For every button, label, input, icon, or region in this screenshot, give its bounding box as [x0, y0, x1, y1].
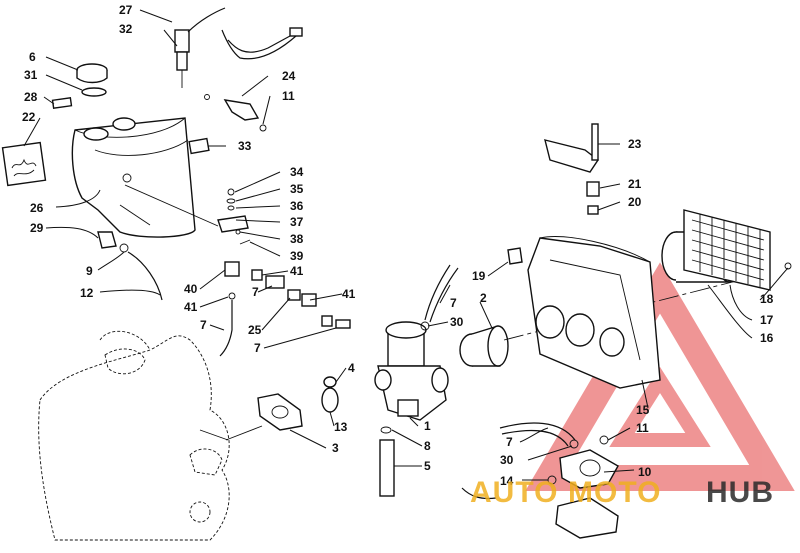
callout-16: 16	[760, 331, 774, 345]
watermark-triangle-inner	[609, 366, 711, 447]
watermark-text: AUTO MOTO HUB	[470, 476, 774, 509]
callout-38: 38	[290, 232, 304, 246]
callout-31: 31	[24, 68, 38, 82]
callout-21: 21	[628, 177, 642, 191]
callout-3: 3	[332, 441, 339, 455]
clip-30b	[569, 439, 579, 449]
watermark-auto: AUTO	[470, 476, 558, 509]
callout-8: 8	[424, 439, 431, 453]
watermark-triangle-outer	[525, 262, 795, 491]
leader-lines	[23, 9, 789, 481]
callout-39: 39	[290, 249, 304, 263]
watermark-logo	[525, 262, 795, 491]
grommet-19	[507, 247, 523, 265]
grommet-11	[599, 435, 609, 445]
fuel-tank	[71, 117, 196, 238]
callout-9: 9	[86, 264, 93, 278]
callout-36: 36	[290, 199, 304, 213]
plate-33	[188, 137, 210, 155]
callout-25: 25	[248, 323, 262, 337]
strap-bracket-23	[544, 123, 600, 215]
callout-10: 10	[638, 465, 652, 479]
callout-4: 4	[348, 361, 355, 375]
callout-11-top: 11	[282, 89, 295, 103]
fuel-gauge-sender	[174, 7, 303, 88]
callout-37: 37	[290, 215, 304, 229]
callout-17: 17	[760, 313, 774, 327]
callout-32: 32	[119, 22, 133, 36]
intake-flange-3	[225, 393, 303, 441]
screw-18	[784, 262, 792, 270]
callout-12: 12	[80, 286, 94, 300]
callout-26: 26	[30, 201, 44, 215]
callout-7-d: 7	[450, 296, 457, 310]
callout-14: 14	[500, 474, 514, 488]
cap-gasket	[81, 87, 107, 97]
watermark-moto: MOTO	[568, 476, 661, 509]
clamp-4	[323, 376, 337, 388]
callout-11-bottom: 11	[636, 421, 649, 435]
callout-1: 1	[424, 419, 431, 433]
callout-15: 15	[636, 403, 650, 417]
callout-24: 24	[282, 69, 296, 83]
bracket-24	[204, 94, 267, 132]
callout-5: 5	[424, 459, 431, 473]
fuel-filter-29	[97, 231, 163, 301]
callout-7-a: 7	[252, 285, 259, 299]
callout-labels: 27 32 6 31 28 22 24 11 33 26 29 9 12 34 …	[22, 3, 774, 488]
warning-decal	[1, 141, 47, 187]
watermark-hub: HUB	[706, 476, 774, 509]
callout-41-a: 41	[290, 264, 304, 278]
callout-2: 2	[480, 291, 487, 305]
fuel-tee	[219, 261, 240, 357]
callout-19: 19	[472, 269, 486, 283]
fuel-line-fittings	[251, 269, 351, 329]
callout-28: 28	[24, 90, 38, 104]
callout-13: 13	[334, 420, 348, 434]
callout-30-a: 30	[450, 315, 464, 329]
fuel-pump	[461, 422, 619, 539]
callout-41-c: 41	[342, 287, 356, 301]
fuel-hose-7	[424, 264, 459, 323]
carburetor	[374, 321, 449, 421]
tank-cap	[76, 63, 108, 84]
callout-29: 29	[30, 221, 44, 235]
callout-20: 20	[628, 195, 642, 209]
drain-tube-5	[379, 426, 395, 497]
callout-35: 35	[290, 182, 304, 196]
callout-22: 22	[22, 110, 36, 124]
callout-27: 27	[119, 3, 133, 17]
callout-18: 18	[760, 292, 774, 306]
callout-30-b: 30	[500, 453, 514, 467]
air-silencer	[527, 236, 661, 389]
callout-7-b: 7	[200, 318, 207, 332]
callout-41-b: 41	[184, 300, 198, 314]
screen-16	[683, 209, 771, 291]
callout-34: 34	[290, 165, 304, 179]
callout-23: 23	[628, 137, 642, 151]
intake-adapter-2	[459, 325, 509, 367]
clamp-13	[321, 387, 339, 413]
callout-7-e: 7	[506, 435, 513, 449]
engine-outline	[38, 330, 230, 541]
callout-33: 33	[238, 139, 252, 153]
callout-40: 40	[184, 282, 198, 296]
callout-6: 6	[29, 50, 36, 64]
callout-7-c: 7	[254, 341, 261, 355]
decal-small	[51, 96, 73, 110]
